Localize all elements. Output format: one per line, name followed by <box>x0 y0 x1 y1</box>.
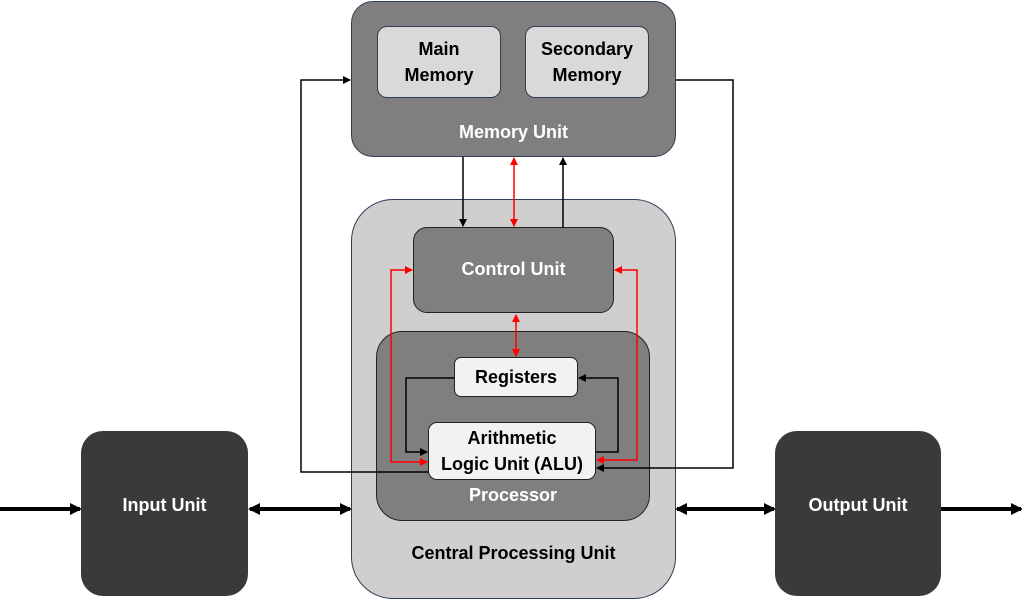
cpu-label: Central Processing Unit <box>411 543 616 563</box>
control-alu-right-red-arrow <box>596 266 638 464</box>
input-unit: Input Unit <box>81 431 248 596</box>
main-memory: Main Memory <box>377 26 501 98</box>
registers: Registers <box>454 357 578 397</box>
alu-to-memory-arrow <box>300 76 428 473</box>
control-unit: Control Unit <box>413 227 614 313</box>
memory-to-alu-arrow <box>596 79 734 472</box>
connector-arrows <box>0 76 1022 515</box>
output-unit-label: Output Unit <box>808 495 908 515</box>
registers-to-alu-arrow <box>405 377 454 456</box>
processor-label: Processor <box>468 485 558 505</box>
input-unit-label: Input Unit <box>122 495 207 515</box>
control-unit-label: Control Unit <box>461 258 566 279</box>
output-unit: Output Unit <box>775 431 941 596</box>
secondary-memory: Secondary Memory <box>525 26 649 98</box>
alu: Arithmetic Logic Unit (ALU) <box>428 422 596 480</box>
alu-to-registers-arrow <box>578 374 619 453</box>
control-alu-left-red-arrow <box>390 266 428 466</box>
memory-unit-label: Memory Unit <box>458 122 568 142</box>
